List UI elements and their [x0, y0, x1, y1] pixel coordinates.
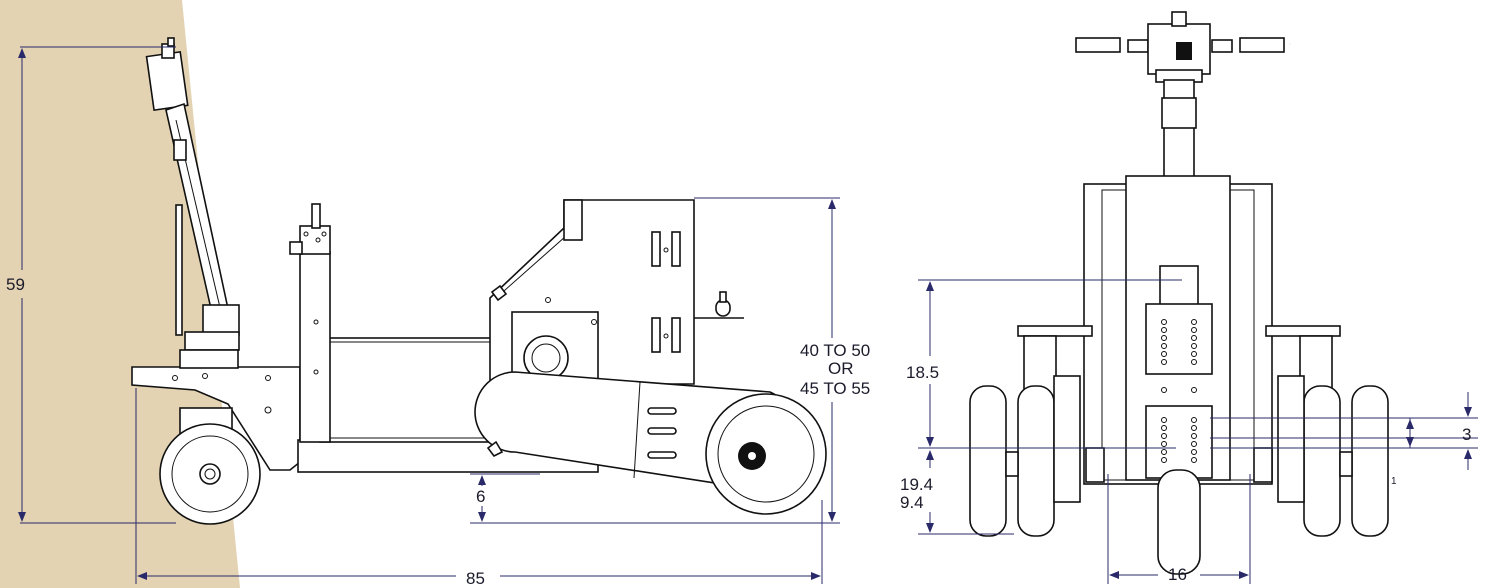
front-handlebar [1059, 11, 1307, 181]
side-view [131, 37, 827, 525]
front-view-dimensions: 18.5 19.4 9.4 3 1 16 [900, 279, 1478, 584]
caster-wheel [159, 407, 261, 525]
hitch-pin [694, 291, 744, 319]
dim-wheel-track: 16 [1168, 565, 1187, 584]
dim-pin-height-lower-a: 19.4 [900, 475, 933, 494]
side-view-dimensions: 59 40 TO 50 OR 45 TO 55 6 85 [6, 46, 870, 588]
front-view [969, 11, 1389, 575]
dim-hitch-height-line3: 45 TO 55 [800, 379, 870, 398]
rear-post [289, 203, 331, 443]
pin-holes [1161, 319, 1197, 463]
dim-overall-length: 85 [466, 569, 485, 588]
dim-pin-spacing: 3 [1462, 425, 1471, 444]
dim-pin-height-upper: 18.5 [906, 363, 939, 382]
dim-overall-height: 59 [6, 275, 25, 294]
dim-hitch-height-line1: 40 TO 50 [800, 341, 870, 360]
callout-small: 1 [1391, 476, 1397, 487]
dim-ground-clearance: 6 [476, 487, 485, 506]
dim-pin-height-lower-b: 9.4 [900, 493, 924, 512]
motor-housing [489, 199, 695, 405]
dim-hitch-height-line2: OR [828, 359, 854, 378]
tiller-handle [145, 37, 240, 351]
front-view-wheels [969, 375, 1389, 575]
drive-wheel-assembly [474, 371, 827, 515]
